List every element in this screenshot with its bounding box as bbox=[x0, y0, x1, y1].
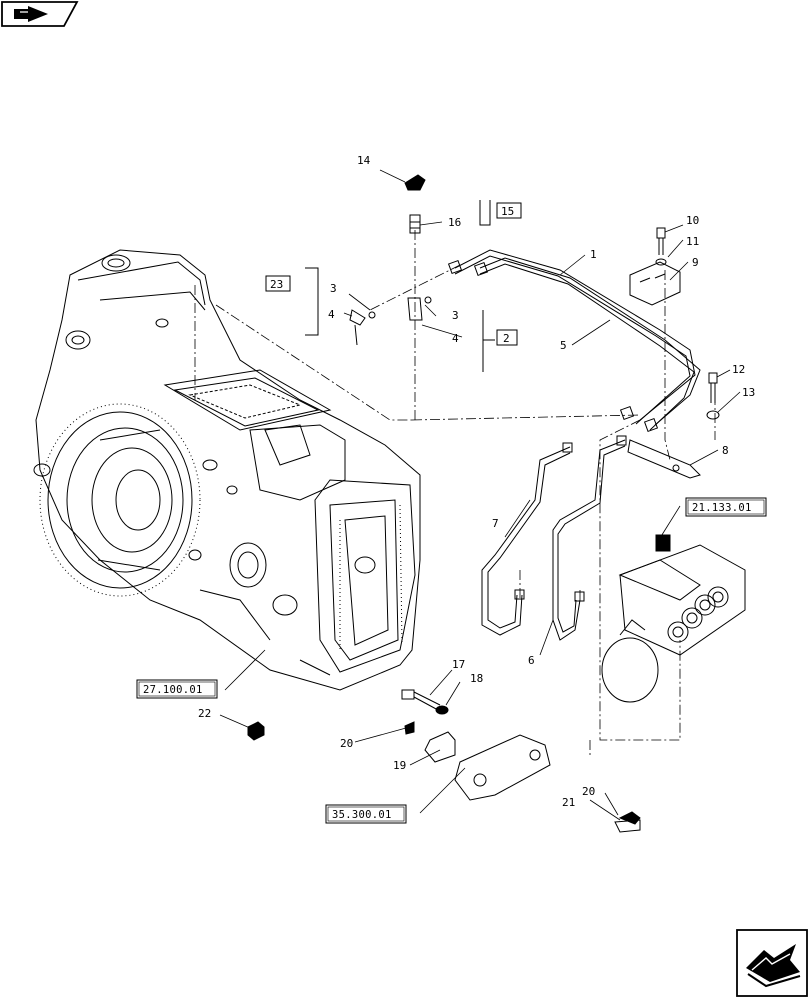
callout-16: 16 bbox=[448, 216, 461, 229]
callout-12: 12 bbox=[732, 363, 745, 376]
center-lines bbox=[194, 230, 716, 755]
callout-11: 11 bbox=[686, 235, 699, 248]
ref-21-133-01-label: 21.133.01 bbox=[692, 502, 752, 514]
callout-18: 18 bbox=[470, 672, 483, 685]
callout-15-box[interactable]: 15 bbox=[496, 202, 522, 219]
callout-20-lower: 20 bbox=[582, 785, 595, 798]
callout-9: 9 bbox=[692, 256, 699, 269]
callout-5: 5 bbox=[560, 339, 567, 352]
callout-7: 7 bbox=[492, 517, 499, 530]
callout-2: 2 bbox=[503, 332, 510, 345]
hydraulic-tubes-upper bbox=[447, 249, 701, 433]
callout-6: 6 bbox=[528, 654, 535, 667]
hydraulic-tubes-lower bbox=[481, 435, 627, 641]
callout-3-left: 3 bbox=[330, 282, 337, 295]
callout-15: 15 bbox=[501, 205, 514, 218]
transmission-housing bbox=[33, 249, 421, 691]
arrow-icon bbox=[746, 944, 801, 988]
small-parts bbox=[247, 174, 746, 833]
callout-2-box[interactable]: 2 bbox=[496, 329, 518, 346]
callout-17: 17 bbox=[452, 658, 465, 671]
boxed-callouts: 23 15 2 bbox=[265, 202, 522, 346]
callout-23: 23 bbox=[270, 278, 283, 291]
callout-20: 20 bbox=[340, 737, 353, 750]
callout-4-right: 4 bbox=[452, 332, 459, 345]
ref-link-35-300-01[interactable]: 35.300.01 bbox=[325, 804, 407, 824]
prev-page-button[interactable] bbox=[1, 1, 79, 27]
callout-14: 14 bbox=[357, 154, 371, 167]
callout-22: 22 bbox=[198, 707, 211, 720]
callout-labels: 14 16 3 4 3 4 1 5 10 11 9 12 13 8 7 6 17… bbox=[198, 154, 755, 809]
callout-3-right: 3 bbox=[452, 309, 459, 322]
callout-8: 8 bbox=[722, 444, 729, 457]
bracket-marks bbox=[305, 200, 495, 372]
callout-1: 1 bbox=[590, 248, 597, 261]
ref-27-100-01-label: 27.100.01 bbox=[143, 684, 203, 696]
callout-4-left: 4 bbox=[328, 308, 335, 321]
callout-10: 10 bbox=[686, 214, 699, 227]
arrow-right-icon bbox=[14, 6, 48, 22]
callout-19: 19 bbox=[393, 759, 406, 772]
callout-13: 13 bbox=[742, 386, 755, 399]
callout-21: 21 bbox=[562, 796, 575, 809]
ref-35-300-01-label: 35.300.01 bbox=[332, 809, 392, 821]
next-page-button[interactable] bbox=[736, 929, 808, 997]
section-reference-links: 27.100.01 21.133.01 35.300.01 bbox=[136, 497, 767, 824]
ref-link-27-100-01[interactable]: 27.100.01 bbox=[136, 679, 218, 699]
leader-lines bbox=[219, 169, 741, 821]
ref-link-21-133-01[interactable]: 21.133.01 bbox=[685, 497, 767, 517]
callout-23-box[interactable]: 23 bbox=[265, 275, 291, 292]
